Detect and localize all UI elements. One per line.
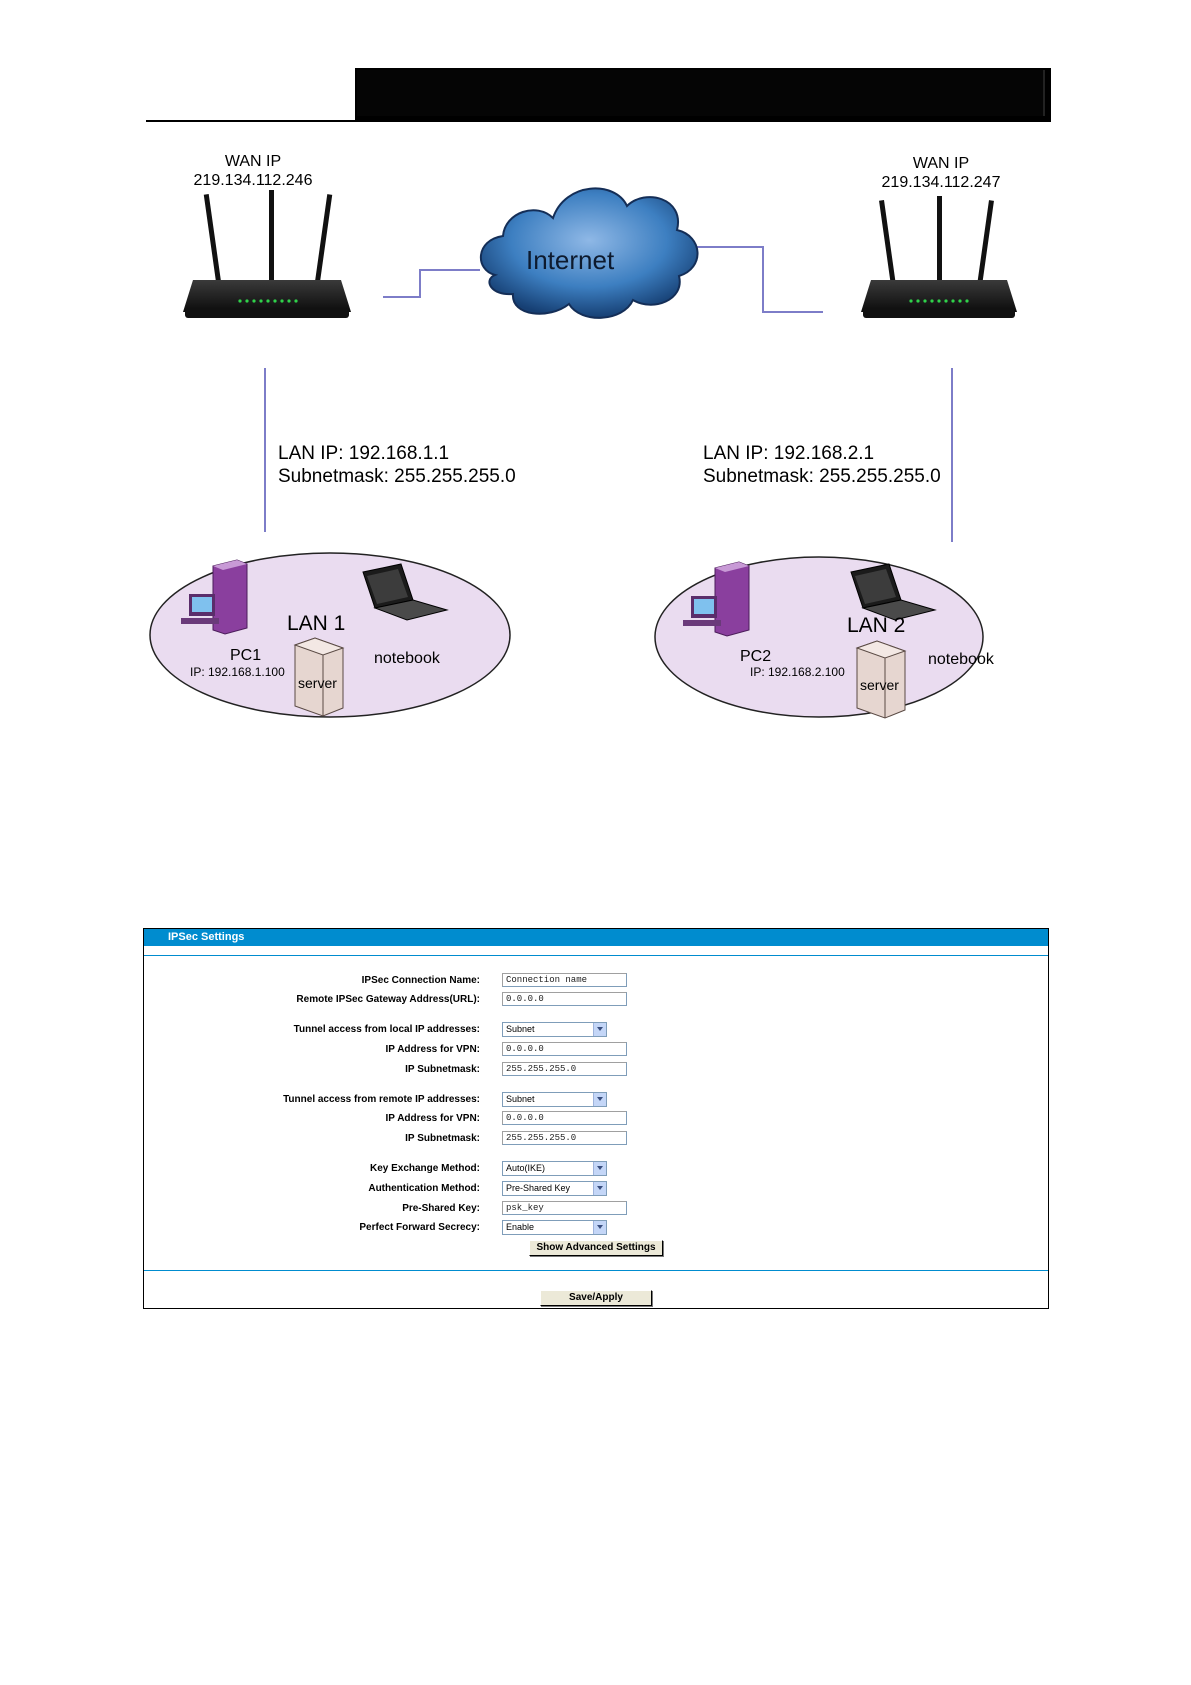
show-advanced-settings-button[interactable]: Show Advanced Settings <box>529 1240 663 1256</box>
internet-cloud-icon <box>479 187 699 319</box>
notebook2-icon <box>850 563 937 621</box>
label-connection-name: IPSec Connection Name: <box>361 975 480 986</box>
router-left-wan-ip: 219.134.112.246 <box>193 172 313 189</box>
notebook1-icon <box>362 563 449 621</box>
router-left-wan-title: WAN IP <box>224 153 282 170</box>
pc2-icon <box>683 561 750 637</box>
chevron-down-icon[interactable] <box>593 1162 606 1175</box>
auth-method-select[interactable]: Pre-Shared Key <box>502 1181 607 1196</box>
link-lines <box>264 246 953 542</box>
remote-gateway-input[interactable]: 0.0.0.0 <box>502 992 627 1006</box>
network-diagram-graphic <box>149 187 1017 719</box>
remote-mask-input[interactable]: 255.255.255.0 <box>502 1131 627 1145</box>
server1-label: server <box>298 675 337 691</box>
pc2-ip-label: IP: 192.168.2.100 <box>750 665 845 679</box>
remote-access-value: Subnet <box>506 1094 535 1104</box>
pfs-select[interactable]: Enable <box>502 1220 607 1235</box>
key-exchange-value: Auto(IKE) <box>506 1163 546 1173</box>
server2-icon <box>855 640 907 719</box>
lan2-name: LAN 2 <box>847 614 906 637</box>
save-apply-button[interactable]: Save/Apply <box>540 1290 652 1306</box>
router-right-wan-ip: 219.134.112.247 <box>881 174 1001 191</box>
label-auth-method: Authentication Method: <box>368 1183 480 1194</box>
lan1-subnetmask-label: Subnetmask: 255.255.255.0 <box>278 466 516 487</box>
pc2-label: PC2 <box>740 648 772 665</box>
internet-label: Internet <box>526 245 615 275</box>
chevron-down-icon[interactable] <box>593 1221 606 1234</box>
label-remote-ip: IP Address for VPN: <box>385 1113 480 1124</box>
router-left-icon <box>183 190 351 318</box>
chevron-down-icon[interactable] <box>593 1093 606 1106</box>
panel-title: IPSec Settings <box>144 929 1048 946</box>
server1-icon <box>293 637 345 717</box>
network-diagram: WAN IP 219.134.112.246 WAN IP 219.134.11… <box>145 140 1050 725</box>
remote-ip-input[interactable]: 0.0.0.0 <box>502 1111 627 1125</box>
notebook1-label: notebook <box>374 650 440 667</box>
label-local-access: Tunnel access from local IP addresses: <box>293 1024 480 1035</box>
label-remote-gateway: Remote IPSec Gateway Address(URL): <box>296 994 480 1005</box>
local-access-value: Subnet <box>506 1024 535 1034</box>
lan2-ellipse <box>654 556 984 718</box>
router-right-wan-title: WAN IP <box>912 155 970 172</box>
lan1-name: LAN 1 <box>287 612 346 635</box>
local-mask-input[interactable]: 255.255.255.0 <box>502 1062 627 1076</box>
label-pfs: Perfect Forward Secrecy: <box>359 1222 480 1233</box>
ipsec-settings-panel: IPSec Settings IPSec Connection Name: Co… <box>143 928 1049 1309</box>
label-remote-access: Tunnel access from remote IP addresses: <box>283 1094 480 1105</box>
page-header-rule <box>146 120 1051 122</box>
lan2-ip-label: LAN IP: 192.168.2.1 <box>703 443 875 464</box>
local-access-select[interactable]: Subnet <box>502 1022 607 1037</box>
pc1-label: PC1 <box>230 647 262 664</box>
router-right-icon <box>861 196 1017 318</box>
auth-method-value: Pre-Shared Key <box>506 1183 571 1193</box>
lan2-subnetmask-label: Subnetmask: 255.255.255.0 <box>703 466 941 487</box>
page-header-bar <box>355 68 1051 122</box>
psk-input[interactable]: psk_key <box>502 1201 627 1215</box>
chevron-down-icon[interactable] <box>593 1023 606 1036</box>
lan1-ip-label: LAN IP: 192.168.1.1 <box>278 443 450 464</box>
notebook2-label: notebook <box>928 651 994 668</box>
key-exchange-select[interactable]: Auto(IKE) <box>502 1161 607 1176</box>
pfs-value: Enable <box>506 1222 535 1232</box>
remote-access-select[interactable]: Subnet <box>502 1092 607 1107</box>
label-psk: Pre-Shared Key: <box>402 1203 480 1214</box>
chevron-down-icon[interactable] <box>593 1182 606 1195</box>
label-key-exchange: Key Exchange Method: <box>369 1163 480 1174</box>
label-local-mask: IP Subnetmask: <box>405 1064 480 1075</box>
server2-label: server <box>860 677 899 693</box>
pc1-ip-label: IP: 192.168.1.100 <box>190 665 285 679</box>
pc1-icon <box>181 559 248 635</box>
local-ip-input[interactable]: 0.0.0.0 <box>502 1042 627 1056</box>
label-remote-mask: IP Subnetmask: <box>405 1133 480 1144</box>
label-local-ip: IP Address for VPN: <box>385 1044 480 1055</box>
connection-name-input[interactable]: Connection name <box>502 973 627 987</box>
